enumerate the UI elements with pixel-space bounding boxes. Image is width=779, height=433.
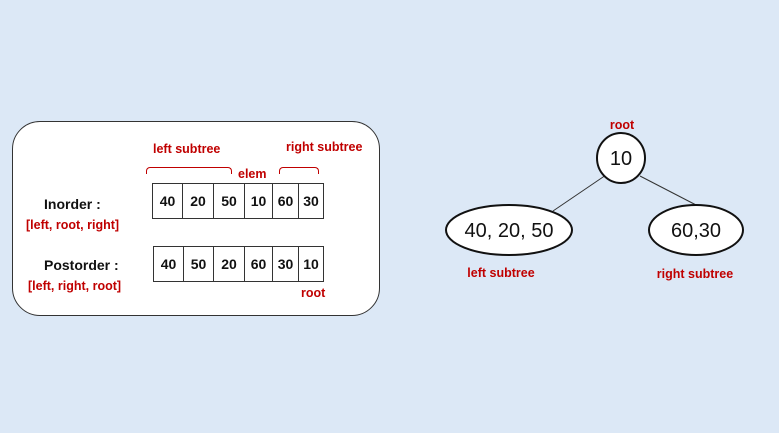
inorder-cell: 40 — [153, 184, 183, 218]
right-subtree-node — [648, 204, 744, 256]
elem-label: elem — [238, 167, 267, 181]
postorder-array: 40 50 20 60 30 10 — [153, 246, 324, 282]
postorder-rule: [left, right, root] — [28, 279, 122, 293]
postorder-cell: 30 — [273, 247, 299, 281]
left-subtree-node-value: 40, 20, 50 — [465, 220, 554, 242]
postorder-cell: 40 — [154, 247, 184, 281]
postorder-title: Postorder : — [44, 257, 119, 273]
inorder-array: 40 20 50 10 60 30 — [152, 183, 324, 219]
tree-left-subtree-label: left subtree — [467, 266, 534, 280]
inorder-cell: 60 — [273, 184, 299, 218]
right-edge — [639, 175, 699, 207]
postorder-cell: 20 — [214, 247, 245, 281]
postorder-cell: 50 — [184, 247, 214, 281]
tree-right-subtree-label: right subtree — [657, 267, 733, 281]
right-subtree-brace — [279, 167, 319, 174]
left-subtree-node — [445, 204, 573, 256]
postorder-cell: 60 — [245, 247, 273, 281]
inorder-cell: 20 — [183, 184, 214, 218]
right-subtree-label: right subtree — [286, 140, 363, 154]
root-node-value: 10 — [610, 148, 632, 170]
right-subtree-node-value: 60,30 — [671, 220, 721, 242]
inorder-rule: [left, root, right] — [26, 218, 120, 232]
tree-root-label: root — [610, 118, 635, 132]
left-edge — [552, 174, 607, 212]
left-subtree-brace — [146, 167, 232, 174]
postorder-cell: 10 — [299, 247, 324, 281]
inorder-cell: 50 — [214, 184, 245, 218]
inorder-title: Inorder : — [44, 196, 101, 212]
inorder-cell: 10 — [245, 184, 273, 218]
inorder-cell: 30 — [299, 184, 324, 218]
root-node — [596, 132, 646, 184]
left-subtree-label: left subtree — [153, 142, 221, 156]
postorder-root-label: root — [301, 286, 326, 300]
